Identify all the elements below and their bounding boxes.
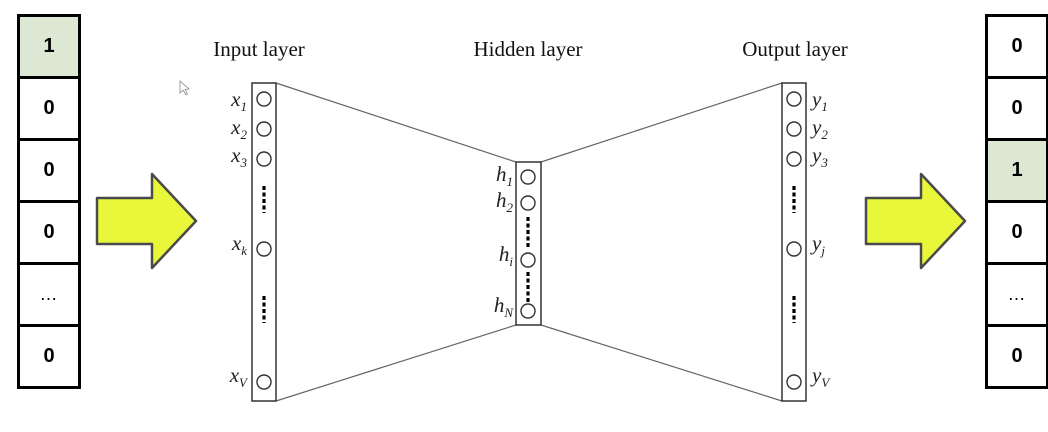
- hidden-node-label: hN: [494, 293, 515, 320]
- input-neuron: [256, 241, 272, 257]
- hidden-node-label: h2: [496, 188, 514, 215]
- input-node-label: x3: [230, 143, 247, 170]
- output-vector-cell-2: 1: [988, 141, 1046, 203]
- hidden-neuron: [520, 303, 536, 319]
- output-node-label: y3: [810, 143, 828, 170]
- input-one-hot-vector: 1 0 0 0 … 0: [17, 14, 81, 389]
- output-neuron: [786, 121, 802, 137]
- hidden-layer-label: Hidden layer: [473, 37, 582, 61]
- output-node-label: y2: [810, 115, 828, 142]
- input-node-label: x2: [230, 115, 247, 142]
- hidden-node-label: hi: [499, 242, 514, 269]
- input-neuron: [256, 374, 272, 390]
- input-vector-cell-3: 0: [20, 203, 78, 265]
- output-node-label: y1: [810, 87, 828, 114]
- input-node-label: x1: [230, 87, 247, 114]
- input-vector-cell-5: 0: [43, 345, 55, 367]
- output-neuron: [786, 151, 802, 167]
- input-neuron: [256, 91, 272, 107]
- input-vector-cell-4: …: [20, 265, 78, 327]
- hidden-neuron: [520, 169, 536, 185]
- hidden-neuron: [520, 252, 536, 268]
- hidden-output-top-edge: [540, 82, 783, 163]
- output-vector-cell-3: 0: [988, 203, 1046, 265]
- right-arrow-icon: [864, 172, 967, 270]
- input-vector-cell-1: 0: [20, 79, 78, 141]
- output-neuron: [786, 241, 802, 257]
- output-vector-cell-5: 0: [1011, 345, 1023, 367]
- output-vector-cell-0: 0: [988, 17, 1046, 79]
- output-one-hot-vector: 0 0 1 0 … 0: [985, 14, 1048, 389]
- input-node-label: xV: [229, 363, 249, 390]
- input-neuron: [256, 151, 272, 167]
- input-hidden-bottom-edge: [275, 324, 517, 402]
- input-hidden-top-edge: [275, 82, 517, 163]
- hidden-output-bottom-edge: [540, 324, 783, 402]
- mouse-cursor-icon: [179, 80, 190, 96]
- input-vector-cell-2: 0: [20, 141, 78, 203]
- left-arrow-icon: [95, 172, 198, 270]
- output-neuron: [786, 374, 802, 390]
- input-layer-label: Input layer: [213, 37, 305, 61]
- input-vector-cell-0: 1: [20, 17, 78, 79]
- hidden-node-label: h1: [496, 162, 513, 189]
- hidden-neuron: [520, 195, 536, 211]
- input-node-label: xk: [231, 231, 247, 258]
- output-vector-cell-4: …: [988, 265, 1046, 327]
- output-node-label: yV: [810, 363, 831, 390]
- output-vector-cell-1: 0: [988, 79, 1046, 141]
- output-layer-label: Output layer: [742, 37, 848, 61]
- output-neuron: [786, 91, 802, 107]
- input-neuron: [256, 121, 272, 137]
- output-node-label: yj: [810, 231, 825, 258]
